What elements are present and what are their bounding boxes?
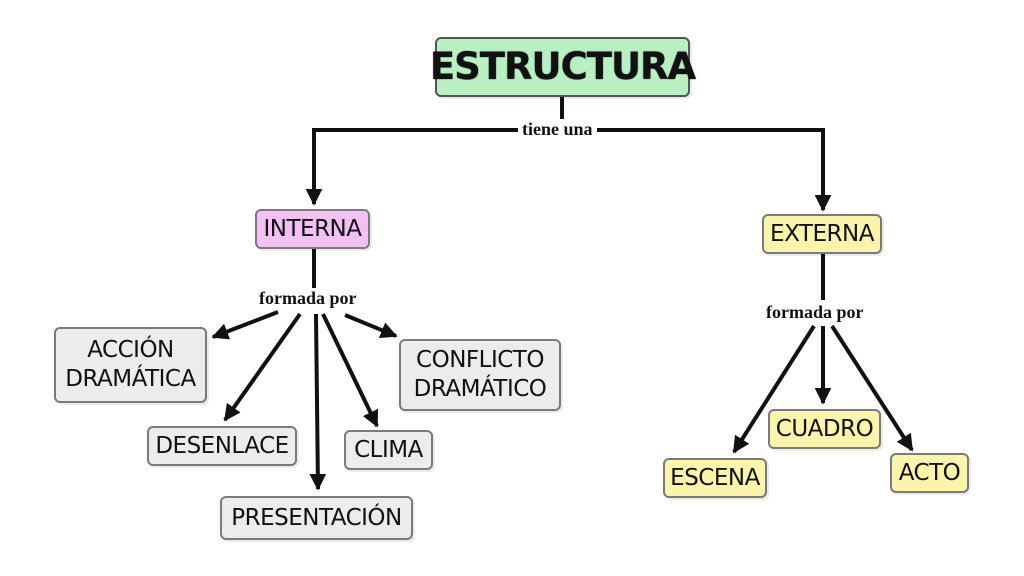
node-desenlace: DESENLACE bbox=[147, 426, 297, 466]
link-label-tiene-una: tiene una bbox=[518, 119, 597, 140]
arrow-to-desenlace bbox=[223, 312, 302, 422]
node-accion-dramatica: ACCIÓN DRAMÁTICA bbox=[54, 327, 207, 403]
arrow-to-clima bbox=[321, 313, 379, 428]
node-escena: ESCENA bbox=[663, 458, 767, 498]
node-presentacion: PRESENTACIÓN bbox=[220, 496, 413, 540]
arrow-to-acto bbox=[830, 324, 914, 452]
arrow-to-escena bbox=[732, 324, 816, 454]
arrow-to-interna bbox=[305, 128, 562, 206]
arrow-to-presentacion bbox=[309, 313, 327, 491]
node-conflicto-dramatico: CONFLICTO DRAMÁTICO bbox=[399, 339, 561, 411]
link-label-formada-por-externa: formada por bbox=[762, 302, 868, 323]
arrow-to-externa bbox=[562, 128, 832, 212]
node-interna: INTERNA bbox=[255, 209, 370, 249]
arrow-to-accion-dramatica bbox=[211, 310, 279, 340]
node-estructura: ESTRUCTURA bbox=[430, 37, 696, 97]
node-cuadro: CUADRO bbox=[768, 409, 881, 449]
link-label-formada-por-interna: formada por bbox=[255, 288, 361, 309]
node-externa: EXTERNA bbox=[762, 214, 882, 254]
arrow-to-conflicto-dramatico bbox=[344, 313, 398, 339]
node-clima: CLIMA bbox=[344, 430, 433, 470]
node-acto: ACTO bbox=[890, 453, 969, 493]
